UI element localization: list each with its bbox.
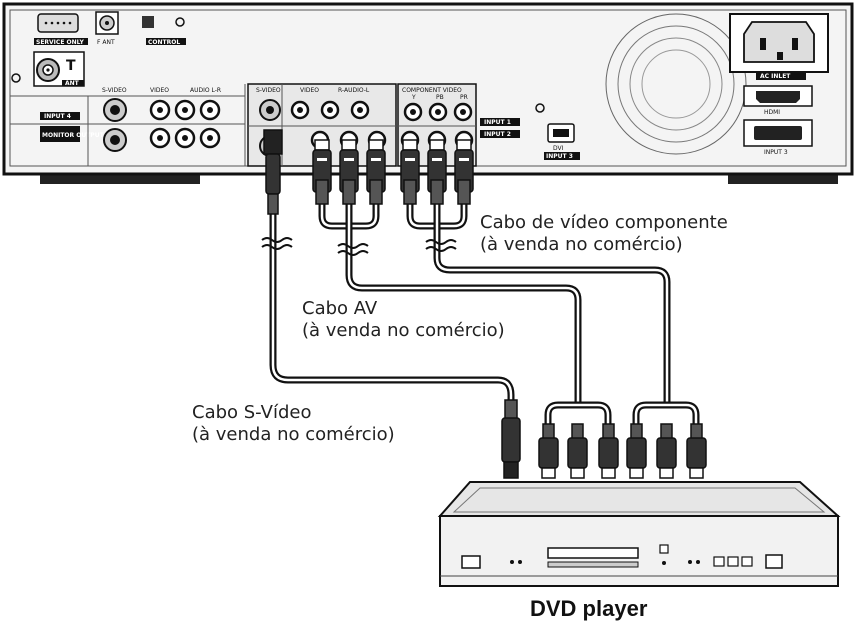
dvd-disc-tray [547, 547, 639, 559]
monitor-output-label: MONITOR OUTPUT [42, 132, 105, 139]
plugs-at-dvd [501, 399, 707, 479]
av-cable-label-line2: (à venda no comércio) [302, 320, 505, 341]
audio-left-label: AUDIO L-R [190, 87, 221, 94]
svideo-cable-label-line2: (à venda no comércio) [192, 424, 395, 445]
cable-break-marks [261, 237, 457, 256]
service-only-label: SERVICE ONLY [36, 39, 85, 46]
dvi-port: DVI INPUT 3 [535, 103, 580, 160]
av-cable-branch-bottom [544, 401, 612, 429]
cables [269, 200, 700, 429]
component-cable-label: Cabo de vídeo componente (à venda no com… [480, 212, 728, 256]
component-pr-label: PR [460, 94, 468, 101]
video-label: VIDEO [300, 87, 319, 94]
svideo-label: S-VIDEO [256, 87, 281, 94]
left-rca-jacks [149, 99, 221, 149]
control-label: CONTROL [148, 39, 180, 46]
service-only-port: SERVICE ONLY [34, 13, 88, 46]
dvd-player [437, 481, 841, 587]
av-cable-label-line1: Cabo AV [302, 298, 378, 319]
dvd-player-label: DVD player [530, 596, 648, 621]
input4-label: INPUT 4 [44, 113, 71, 120]
f-ant-port: F ANT [95, 11, 119, 46]
hdmi-label: HDMI [764, 109, 780, 116]
dvi-input-label: INPUT 3 [764, 149, 788, 156]
svg-text:T: T [66, 58, 76, 74]
input1-label: INPUT 1 [484, 119, 511, 126]
svideo-cable-label: Cabo S-Vídeo (à venda no comércio) [192, 402, 395, 446]
component-y-label: Y [411, 94, 416, 101]
component-pb-label: PB [436, 94, 444, 101]
hdmi-port: HDMI [743, 85, 813, 116]
input2-label: INPUT 2 [484, 131, 511, 138]
component-cable-branch-bottom [632, 401, 700, 429]
component-label: COMPONENT VIDEO [402, 87, 462, 94]
input4-tag [40, 112, 80, 120]
svideo-left-label: S-VIDEO [102, 87, 127, 94]
control-port: CONTROL [142, 16, 186, 46]
av-cable-label: Cabo AV (à venda no comércio) [302, 298, 505, 342]
component-cable-label-line1: Cabo de vídeo componente [480, 212, 728, 233]
input1-jacks [259, 99, 370, 121]
video-left-label: VIDEO [150, 87, 169, 94]
left-svideo-jacks [103, 98, 127, 152]
ant-port: T ANT [11, 51, 85, 87]
f-ant-label: F ANT [97, 39, 115, 46]
fan-grille [605, 13, 747, 155]
dvi-label: DVI [553, 145, 564, 152]
ac-inlet-port: AC INLET [729, 13, 829, 80]
component-cable-label-line2: (à venda no comércio) [480, 234, 683, 255]
dvd-power-button-icon [461, 555, 481, 569]
svideo-cable-label-line1: Cabo S-Vídeo [192, 402, 312, 423]
plugs-at-panel [263, 129, 474, 215]
component-jacks [400, 102, 474, 150]
audio-label: R-AUDIO-L [338, 87, 370, 94]
ant-label: ANT [65, 80, 80, 87]
ac-inlet-label: AC INLET [760, 73, 791, 80]
dvi-right-port: INPUT 3 [743, 119, 813, 156]
input3-label: INPUT 3 [546, 153, 573, 160]
monitor-output-tag [40, 126, 80, 142]
